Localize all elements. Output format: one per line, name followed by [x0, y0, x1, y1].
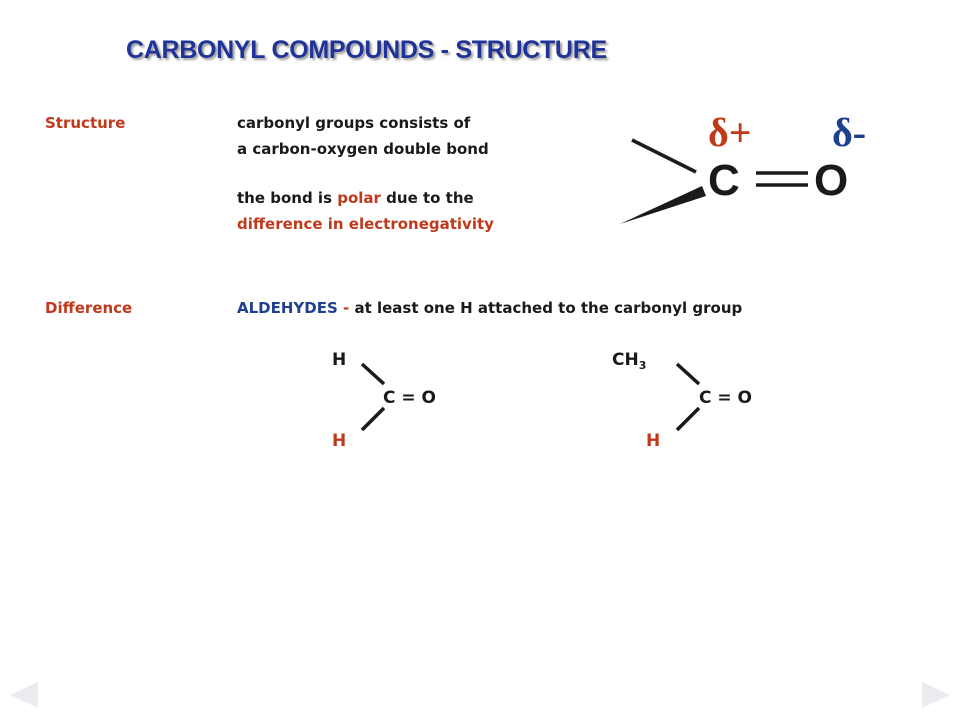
acetaldehyde-methyl: CH3: [612, 350, 646, 372]
formaldehyde-carbonyl: C = O: [383, 388, 437, 408]
acetaldehyde-carbonyl: C = O: [699, 388, 753, 408]
acetaldehyde-bottom-h: H: [646, 431, 661, 451]
structure-line-2: a carbon-oxygen double bond: [237, 140, 489, 158]
carbon-atom: C: [708, 156, 740, 205]
structure-line-4: difference in electronegativity: [237, 215, 494, 233]
structure-line-3-start: the bond is: [237, 189, 338, 207]
structure-line-1: carbonyl groups consists of: [237, 114, 471, 132]
structure-line-3: the bond is polar due to the: [237, 189, 474, 207]
delta-plus: δ+: [708, 110, 752, 155]
difference-description: at least one H attached to the carbonyl …: [354, 299, 743, 317]
methyl-ch: CH: [612, 350, 639, 370]
structure-line-3-end: due to the: [380, 189, 474, 207]
methyl-subscript: 3: [638, 359, 647, 372]
page-title: CARBONYL COMPOUNDS - STRUCTURE: [126, 36, 607, 64]
formaldehyde-upper-bond: [360, 362, 386, 386]
aldehydes-term: ALDEHYDES: [237, 299, 338, 317]
difference-line: ALDEHYDES - at least one H attached to t…: [237, 299, 742, 317]
formaldehyde-lower-bond: [360, 406, 386, 432]
formaldehyde-bonds: [360, 362, 386, 432]
delta-minus: δ-: [832, 110, 866, 155]
difference-label: Difference: [45, 299, 133, 317]
polar-highlight: polar: [337, 189, 381, 207]
structure-label: Structure: [45, 114, 126, 132]
acetaldehyde-bonds: [675, 362, 701, 432]
difference-separator: -: [337, 299, 355, 317]
oxygen-atom: O: [814, 156, 848, 205]
formaldehyde-bottom-h: H: [332, 431, 347, 451]
formaldehyde-top-h: H: [332, 350, 347, 370]
single-bond-line: [631, 138, 697, 174]
wedge-bond: [620, 186, 706, 224]
previous-slide-icon[interactable]: [6, 680, 40, 710]
carbonyl-diagram: C O δ+ δ-: [620, 110, 866, 224]
next-slide-icon[interactable]: [920, 680, 954, 710]
acetaldehyde-lower-bond: [675, 406, 701, 432]
acetaldehyde-upper-bond: [675, 362, 701, 386]
